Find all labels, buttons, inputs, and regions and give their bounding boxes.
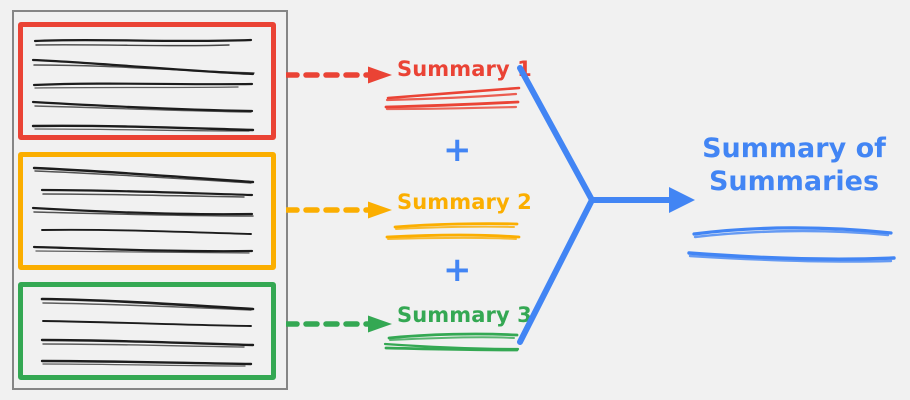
plus-operator-1: + [443, 130, 472, 170]
final-summary-title: Summary of Summaries [688, 133, 900, 199]
document-chunk-2[interactable] [18, 152, 276, 270]
text-lines-icon [31, 166, 255, 254]
summary-2-label: Summary 2 [397, 190, 532, 214]
plus-operator-2: + [443, 250, 472, 290]
document-chunk-3[interactable] [18, 282, 276, 380]
summary-1-label: Summary 1 [397, 57, 532, 81]
final-summary-underline [687, 226, 896, 263]
dashed-arrow-chunk3-to-summary3 [286, 315, 392, 333]
text-lines-icon [40, 297, 255, 367]
final-summary-line-1: Summary of [702, 133, 886, 164]
document-chunk-1[interactable] [18, 22, 276, 140]
summary-2-underline [385, 222, 521, 240]
dashed-arrow-chunk1-to-summary1 [286, 66, 392, 84]
merge-arrow [517, 65, 695, 345]
final-summary-line-2: Summaries [708, 165, 880, 197]
text-lines-icon [31, 38, 255, 132]
summary-3-label: Summary 3 [397, 303, 532, 327]
dashed-arrow-chunk2-to-summary2 [286, 201, 392, 219]
summary-3-underline [383, 332, 520, 352]
summary-1-underline [384, 86, 521, 111]
